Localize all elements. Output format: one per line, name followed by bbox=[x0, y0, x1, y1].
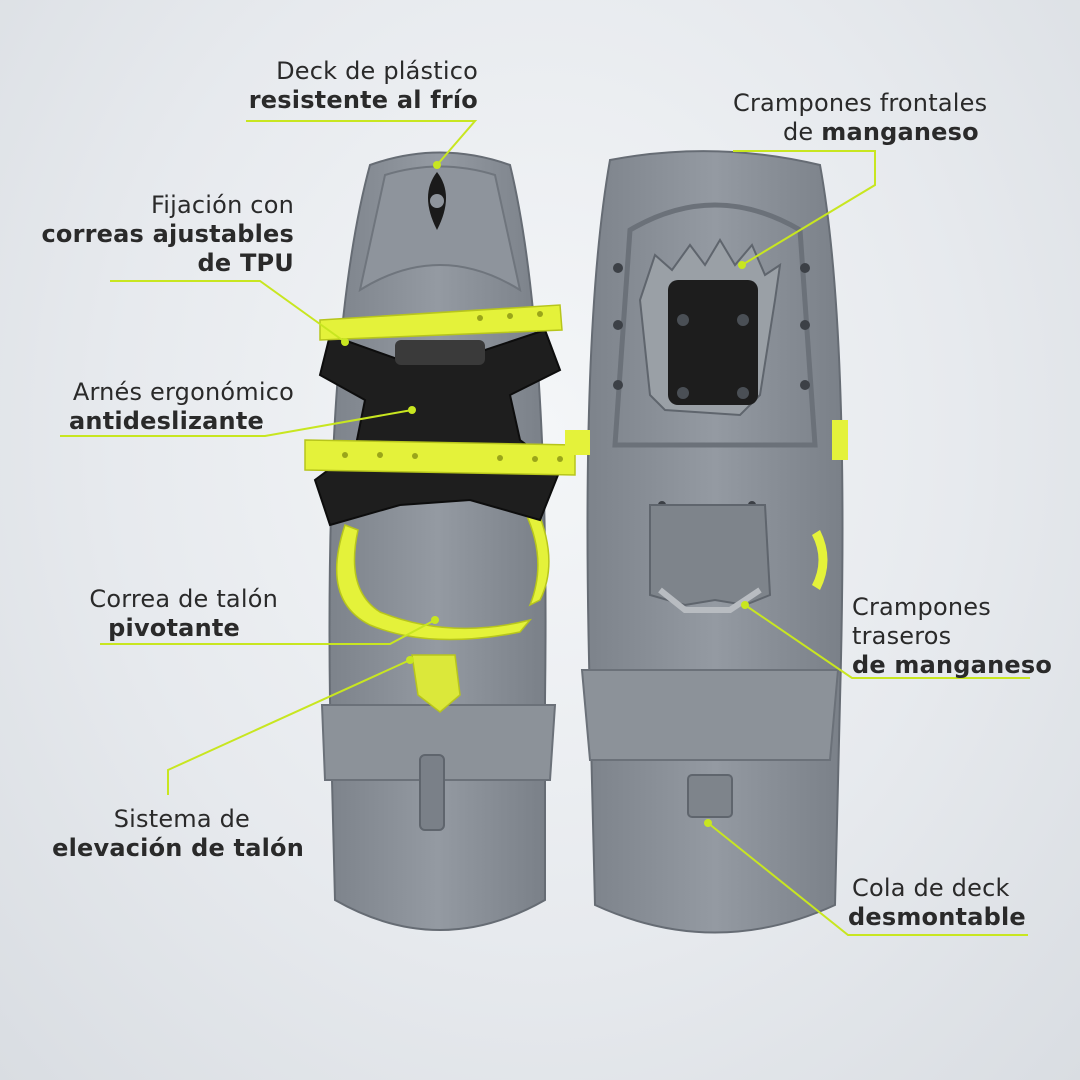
callout-dots bbox=[341, 161, 749, 827]
callout-lines bbox=[60, 120, 1030, 936]
callout-deck: Deck de plástico resistente al frío bbox=[180, 57, 478, 115]
callout-tail-line1: Cola de deck bbox=[852, 874, 1010, 902]
callout-rear-crampons-line1: Crampones bbox=[852, 593, 991, 621]
callout-tail-line2: desmontable bbox=[848, 903, 1026, 931]
callout-harness-line1: Arnés ergonómico bbox=[72, 378, 294, 406]
left-snowshoe bbox=[304, 151, 576, 931]
callout-binding-line3: de TPU bbox=[197, 249, 294, 277]
callout-binding: Fijación con correas ajustables de TPU bbox=[20, 191, 294, 278]
callout-heel-lift-line1: Sistema de bbox=[113, 805, 250, 833]
callout-front-crampons-line1: Crampones frontales bbox=[733, 89, 988, 117]
rear-crampon bbox=[649, 504, 772, 607]
callout-deck-line2: resistente al frío bbox=[248, 86, 478, 114]
callout-heel-lift: Sistema de elevación de talón bbox=[20, 805, 304, 863]
callout-tail: Cola de deck desmontable bbox=[848, 874, 1058, 932]
callout-binding-line1: Fijación con bbox=[151, 191, 294, 219]
logo-mark-icon bbox=[428, 172, 446, 230]
callout-binding-line2: correas ajustables bbox=[41, 220, 294, 248]
callout-harness: Arnés ergonómico antideslizante bbox=[20, 378, 294, 436]
right-snowshoe bbox=[565, 150, 848, 934]
callout-heel-lift-line2: elevación de talón bbox=[52, 834, 304, 862]
callout-front-crampons-line2: de manganeso bbox=[733, 118, 1063, 147]
callout-rear-crampons-line3: de manganeso bbox=[852, 651, 1053, 679]
callout-heel-strap-line2: pivotante bbox=[108, 614, 240, 642]
callout-harness-line2: antideslizante bbox=[69, 407, 264, 435]
callout-front-crampons: Crampones frontales de manganeso bbox=[733, 89, 1063, 147]
callout-front-crampons-de: de bbox=[783, 118, 822, 146]
callout-front-crampons-bold: manganeso bbox=[821, 118, 979, 146]
callout-deck-line1: Deck de plástico bbox=[276, 57, 478, 85]
callout-heel-strap: Correa de talón pivotante bbox=[20, 585, 278, 643]
callout-rear-crampons: Crampones traseros de manganeso bbox=[852, 593, 1062, 680]
callout-heel-strap-line1: Correa de talón bbox=[89, 585, 278, 613]
heel-lift-bar bbox=[419, 754, 445, 831]
harness bbox=[313, 328, 562, 527]
callout-rear-crampons-line2: traseros bbox=[852, 622, 952, 650]
